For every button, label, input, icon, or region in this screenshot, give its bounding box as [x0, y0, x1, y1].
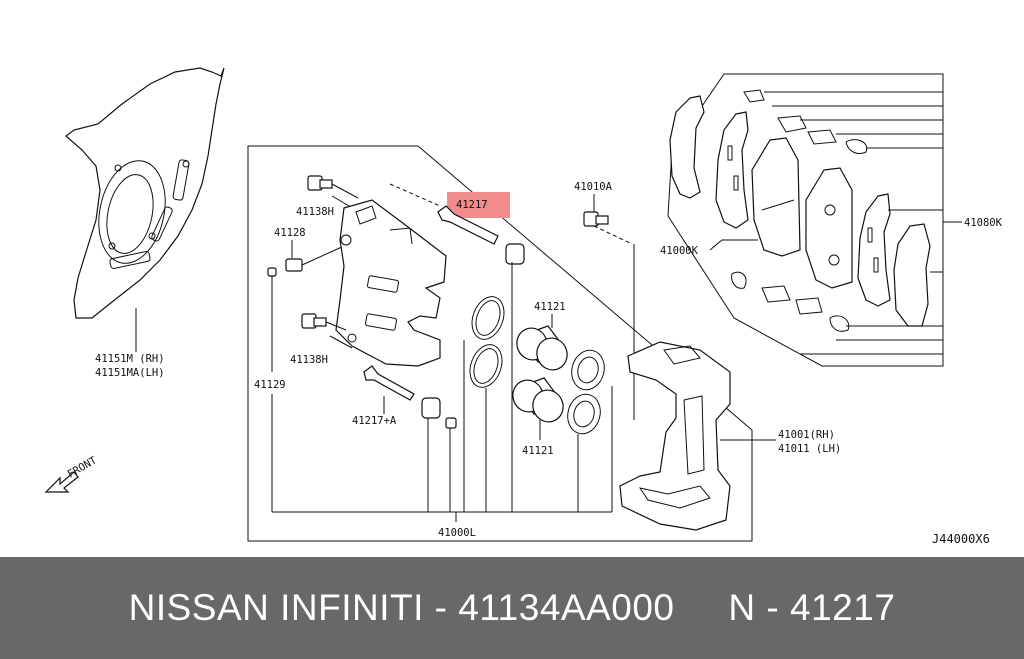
- label-front: FRONT: [66, 454, 100, 481]
- bolt-41138h-mid: [301, 313, 347, 331]
- label-41138h-top: 41138H: [296, 206, 334, 218]
- banner-text: NISSAN INFINITI - 41134AA000 N - 41217: [128, 587, 896, 628]
- brake-pads-41080k: [669, 89, 931, 332]
- label-41080k: 41080K: [964, 217, 1003, 229]
- label-41001-rh: 41001(RH): [778, 429, 835, 441]
- front-arrow-icon: [44, 471, 79, 493]
- dust-boots: [567, 349, 605, 435]
- caliper-body: [335, 199, 447, 367]
- label-41010a: 41010A: [574, 181, 613, 193]
- label-41217-highlight: 41217: [456, 199, 488, 211]
- guide-pin-41217: [437, 205, 525, 265]
- guide-pin-41217a: [363, 365, 457, 429]
- pistons-41121: [512, 325, 568, 423]
- label-41129: 41129: [254, 379, 286, 391]
- highlight-box-41217: [447, 192, 510, 218]
- part-number-banner: NISSAN INFINITI - 41134AA000 N - 41217: [0, 557, 1024, 659]
- label-41011-lh: 41011 (LH): [778, 443, 841, 455]
- bolt-41010a: [583, 211, 609, 227]
- label-41151m: 41151M (RH): [95, 353, 165, 365]
- diagram-code: J44000X6: [932, 532, 990, 546]
- brake-caliper-diagram: 41151M (RH) 41151MA(LH) FRONT 41138H 411…: [44, 67, 1003, 546]
- label-41121-bot: 41121: [522, 445, 554, 457]
- label-41121-top: 41121: [534, 301, 566, 313]
- bolt-41138h-top: [307, 175, 359, 199]
- label-41138h-mid: 41138H: [290, 354, 328, 366]
- sleeve-41128: [267, 245, 345, 277]
- caliper-bracket-41001: [619, 341, 731, 531]
- caliper-assembly-frame: [247, 145, 753, 542]
- label-41000l: 41000L: [438, 527, 476, 539]
- piston-seals: [469, 296, 505, 388]
- label-41000k: 41000K: [660, 245, 699, 257]
- dust-shield-part: [65, 67, 225, 319]
- label-41128: 41128: [274, 227, 306, 239]
- label-41151ma: 41151MA(LH): [95, 367, 165, 379]
- label-41217a: 41217+A: [352, 415, 397, 427]
